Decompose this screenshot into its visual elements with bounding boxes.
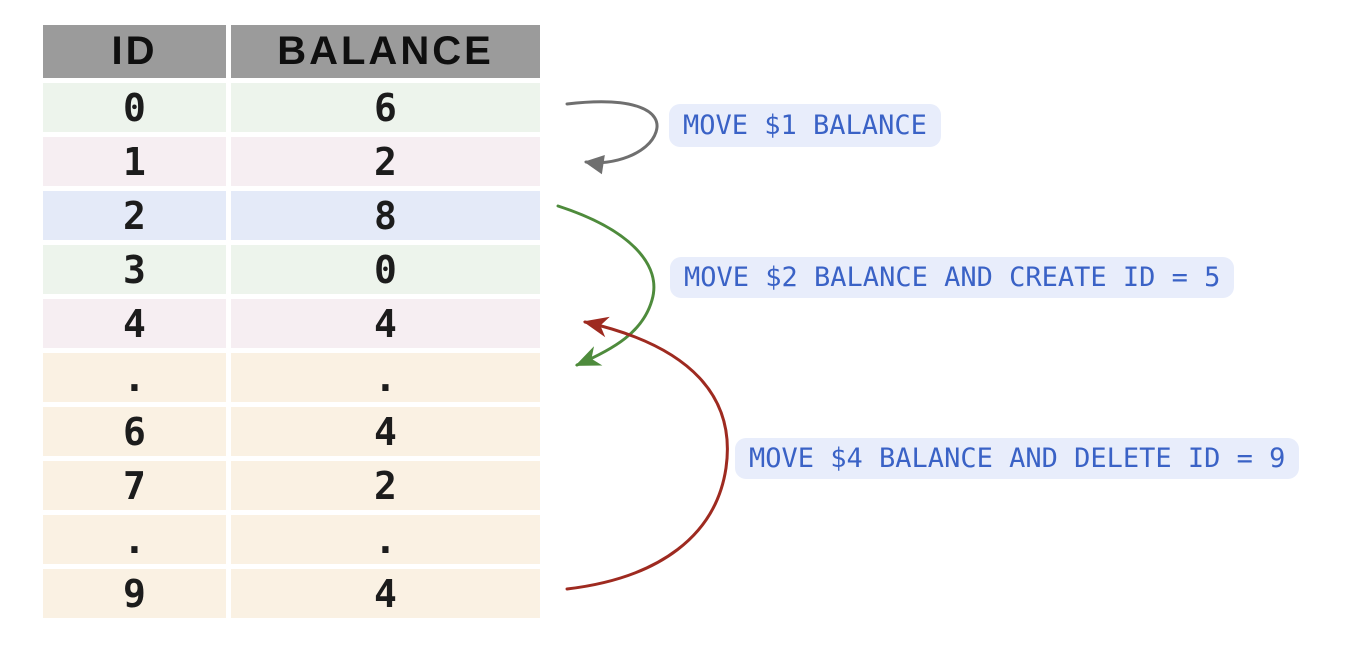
cell-id: 3 bbox=[43, 245, 226, 294]
cell-balance: 0 bbox=[231, 245, 540, 294]
move4-arrow bbox=[565, 316, 729, 591]
annotation-move-1-balance: MOVE $1 BALANCE bbox=[669, 104, 941, 147]
cell-balance: 8 bbox=[231, 191, 540, 240]
cell-id: 2 bbox=[43, 191, 226, 240]
cell-id: . bbox=[43, 515, 226, 564]
cell-id: 9 bbox=[43, 569, 226, 618]
cell-id: . bbox=[43, 353, 226, 402]
cell-balance: 2 bbox=[231, 137, 540, 186]
cell-balance: 4 bbox=[231, 407, 540, 456]
cell-balance: . bbox=[231, 515, 540, 564]
cell-id: 1 bbox=[43, 137, 226, 186]
accounts-table: ID BALANCE 0 6 1 2 2 8 3 0 4 4 . . 6 4 7… bbox=[43, 25, 540, 618]
move2-arrow bbox=[556, 204, 656, 367]
cell-balance: 6 bbox=[231, 83, 540, 132]
cell-id: 6 bbox=[43, 407, 226, 456]
annotation-move-4-balance-delete-id-9: MOVE $4 BALANCE AND DELETE ID = 9 bbox=[735, 438, 1300, 479]
move1-arrow bbox=[565, 100, 659, 175]
cell-balance: 4 bbox=[231, 569, 540, 618]
cell-balance: 2 bbox=[231, 461, 540, 510]
column-header-balance: BALANCE bbox=[231, 25, 540, 78]
cell-balance: 4 bbox=[231, 299, 540, 348]
column-header-id: ID bbox=[43, 25, 226, 78]
cell-id: 4 bbox=[43, 299, 226, 348]
cell-balance: . bbox=[231, 353, 540, 402]
cell-id: 7 bbox=[43, 461, 226, 510]
cell-id: 0 bbox=[43, 83, 226, 132]
annotation-move-2-balance-create-id-5: MOVE $2 BALANCE AND CREATE ID = 5 bbox=[670, 257, 1235, 298]
